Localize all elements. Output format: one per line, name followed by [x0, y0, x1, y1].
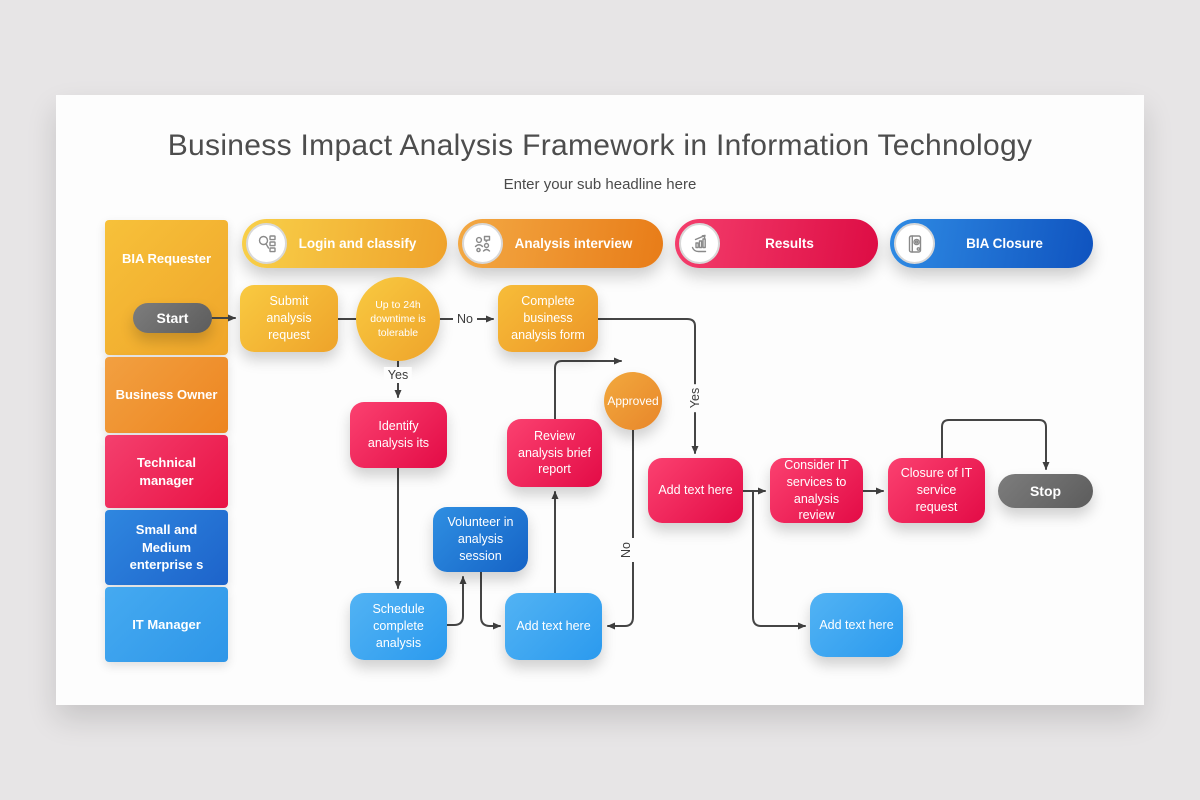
edge-label-yes-vertical: Yes [687, 383, 703, 413]
node-label: Stop [1029, 482, 1062, 499]
edge-label-no-vertical: No [618, 538, 634, 562]
downtime-decision-node: Up to 24h downtime is tolerable [356, 277, 440, 361]
node-label: Add text here [819, 617, 894, 632]
stage-bia-closure: BIA Closure [890, 219, 1093, 268]
add-text-here-red-node: Add text here [648, 458, 743, 523]
lane-label: IT Manager [132, 616, 201, 632]
add-text-here-right-node: Add text here [810, 593, 903, 657]
stage-label: BIA Closure [966, 236, 1043, 251]
complete-business-analysis-form-node: Complete business analysis form [498, 285, 598, 352]
edge-label-no: No [453, 311, 477, 327]
results-icon [679, 223, 720, 264]
flowchart-canvas: BIA Requester Business Owner Technical m… [56, 95, 1144, 705]
node-label: Up to 24h downtime is tolerable [370, 298, 426, 340]
identify-analysis-node: Identify analysis its [350, 402, 447, 468]
stage-login-and-classify: Login and classify [242, 219, 447, 268]
node-label: Start [156, 309, 189, 326]
stage-label: Login and classify [298, 236, 417, 251]
swimlane-sidebar: BIA Requester Business Owner Technical m… [105, 220, 228, 662]
stage-analysis-interview: Analysis interview [458, 219, 663, 268]
lane-sme: Small and Medium enterprise s [105, 510, 228, 585]
stop-node: Stop [998, 474, 1093, 508]
node-label: Closure of IT service request [900, 466, 973, 514]
lane-label: Business Owner [115, 387, 218, 403]
node-label: Approved [607, 393, 659, 408]
schedule-complete-analysis-node: Schedule complete analysis [350, 593, 447, 660]
submit-analysis-request-node: Submit analysis request [240, 285, 338, 352]
add-text-here-mid-node: Add text here [505, 593, 602, 660]
node-label: Volunteer in analysis session [447, 515, 514, 563]
node-label: Consider IT services to analysis review [784, 457, 849, 523]
lane-technical-manager: Technical manager [105, 435, 228, 508]
stage-results: Results [675, 219, 878, 268]
stage-label: Results [765, 236, 814, 251]
node-label: Identify analysis its [367, 419, 430, 450]
node-label: Submit analysis request [266, 294, 312, 342]
node-label: Complete business analysis form [511, 294, 585, 342]
lane-it-manager: IT Manager [105, 587, 228, 662]
consider-it-services-node: Consider IT services to analysis review [770, 458, 863, 523]
page-title: Business Impact Analysis Framework in In… [167, 129, 1033, 162]
page-subtitle: Enter your sub headline here [503, 176, 697, 193]
lane-label: BIA Requester [121, 251, 212, 266]
node-label: Add text here [516, 619, 591, 634]
start-node: Start [133, 303, 212, 333]
approved-node: Approved [604, 372, 662, 430]
slide-card: Business Impact Analysis Framework in In… [56, 95, 1144, 705]
node-label: Add text here [658, 483, 733, 498]
node-label: Review analysis brief report [518, 428, 591, 477]
edge-label-yes: Yes [383, 367, 413, 383]
classify-icon [246, 223, 287, 264]
closure-icon [894, 223, 935, 264]
node-label: Schedule complete analysis [372, 602, 425, 650]
lane-label: Technical manager [136, 454, 196, 488]
closure-of-it-service-request-node: Closure of IT service request [888, 458, 985, 523]
lane-business-owner: Business Owner [105, 357, 228, 433]
lane-label: Small and Medium enterprise s [129, 522, 204, 573]
review-analysis-brief-report-node: Review analysis brief report [507, 419, 602, 487]
stage-label: Analysis interview [514, 236, 633, 251]
connector-lines [211, 314, 1050, 630]
interview-icon [462, 223, 503, 264]
volunteer-analysis-session-node: Volunteer in analysis session [433, 507, 528, 572]
